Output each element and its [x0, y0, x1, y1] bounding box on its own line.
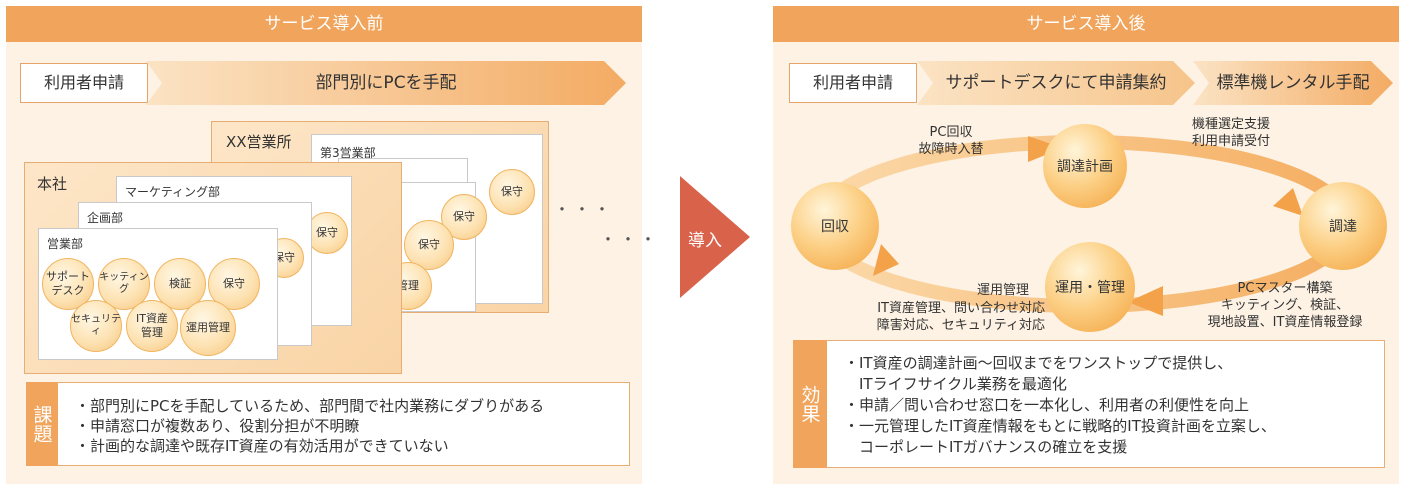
branch-dots: ・・・ — [554, 200, 615, 219]
label-collect-to-plan: PC回収 故障時入替 — [918, 125, 984, 157]
before-flow-arrow: 部門別にPCを手配 — [146, 61, 626, 105]
effect-line-4: ・一元管理したIT資産情報をもとに戦略的IT投資計画を立案し、 — [844, 417, 1276, 435]
branch-maint-ball: 保守 — [489, 169, 535, 215]
issue-line-2: ・申請窓口が複数あり、役割分担が不明瞭 — [75, 417, 360, 435]
effect-line-3: ・申請／問い合わせ窓口を一本化し、利用者の利便性を向上 — [844, 396, 1250, 414]
intro-arrow: 導入 — [680, 176, 750, 298]
effect-tag: 効果 — [793, 340, 827, 468]
hq-office-label: 本社 — [37, 175, 68, 193]
hq-sheet-marketing-label: マーケティング部 — [125, 185, 221, 199]
ops-ball: 運用管理 — [180, 300, 236, 356]
effect-line-5: コーポレートITガバナンスの確立を支援 — [844, 438, 1128, 456]
before-panel: サービス導入前 利用者申請 部門別にPCを手配 XX営業所 第3営業部 保守 保… — [6, 6, 656, 484]
marketing-maint-ball: 保守 — [306, 212, 348, 254]
effect-line-2: ITライフサイクル業務を最適化 — [844, 375, 1067, 393]
it-asset-ball: IT資産 管理 — [126, 300, 178, 352]
label-procure-to-ops: PCマスター構築 キッティング、検証、 現地設置、IT資産情報登録 — [1207, 281, 1363, 330]
before-requester-box: 利用者申請 — [20, 63, 148, 103]
effect-line-1: ・IT資産の調達計画～回収までをワンストップで提供し、 — [844, 354, 1233, 372]
label-ops-title: 運用管理 — [976, 283, 1029, 298]
outer-dots: ・・・ — [600, 230, 661, 249]
procure-ball: 調達 — [1299, 182, 1387, 270]
intro-arrow-label: 導入 — [688, 231, 722, 251]
effect-box: 効果 ・IT資産の調達計画～回収までをワンストップで提供し、 ITライフサイクル… — [793, 340, 1385, 468]
branch-sheet-label: 第3営業部 — [320, 146, 376, 160]
after-flow-step1: サポートデスクにて申請集約 — [917, 61, 1195, 105]
collect-ball: 回収 — [791, 182, 879, 270]
hq-sheet-sales-label: 営業部 — [47, 237, 84, 251]
issue-tag: 課題 — [26, 382, 58, 466]
label-plan-to-procure: 機種選定支援 利用申請受付 — [1191, 117, 1270, 149]
issue-box: 課題 ・部門別にPCを手配しているため、部門間で社内業務にダブりがある ・申請窓… — [26, 382, 630, 466]
plan-ball: 調達計画 — [1043, 124, 1127, 208]
hq-sheet-planning-label: 企画部 — [87, 211, 124, 225]
branch-office-label: XX営業所 — [226, 133, 292, 151]
issue-line-3: ・計画的な調達や既存IT資産の有効活用ができていない — [75, 437, 449, 455]
ops-cycle-ball: 運用・管理 — [1045, 242, 1135, 332]
after-header: サービス導入後 — [773, 6, 1399, 42]
after-panel: サービス導入後 利用者申請 サポートデスクにて申請集約 標準機レンタル手配 調達… — [773, 6, 1399, 484]
issue-lines: ・部門別にPCを手配しているため、部門間で社内業務にダブりがある ・申請窓口が複… — [75, 396, 544, 456]
security-ball: セキュリティ — [70, 300, 122, 352]
after-requester-box: 利用者申請 — [789, 63, 917, 103]
effect-lines: ・IT資産の調達計画～回収までをワンストップで提供し、 ITライフサイクル業務を… — [844, 353, 1276, 458]
arrow-procure-to-ops — [1128, 286, 1163, 316]
branch-maint-ball-3: 保守 — [404, 220, 454, 270]
label-ops-to-collect: IT資産管理、問い合わせ対応 障害対応、セキュリティ対応 — [876, 301, 1045, 333]
arrow-ops-to-collect — [873, 244, 899, 276]
issue-line-1: ・部門別にPCを手配しているため、部門間で社内業務にダブりがある — [75, 397, 545, 415]
before-header: サービス導入前 — [6, 6, 642, 42]
after-flow-step2: 標準機レンタル手配 — [1193, 61, 1393, 105]
arrow-plan-to-procure — [1273, 188, 1303, 216]
